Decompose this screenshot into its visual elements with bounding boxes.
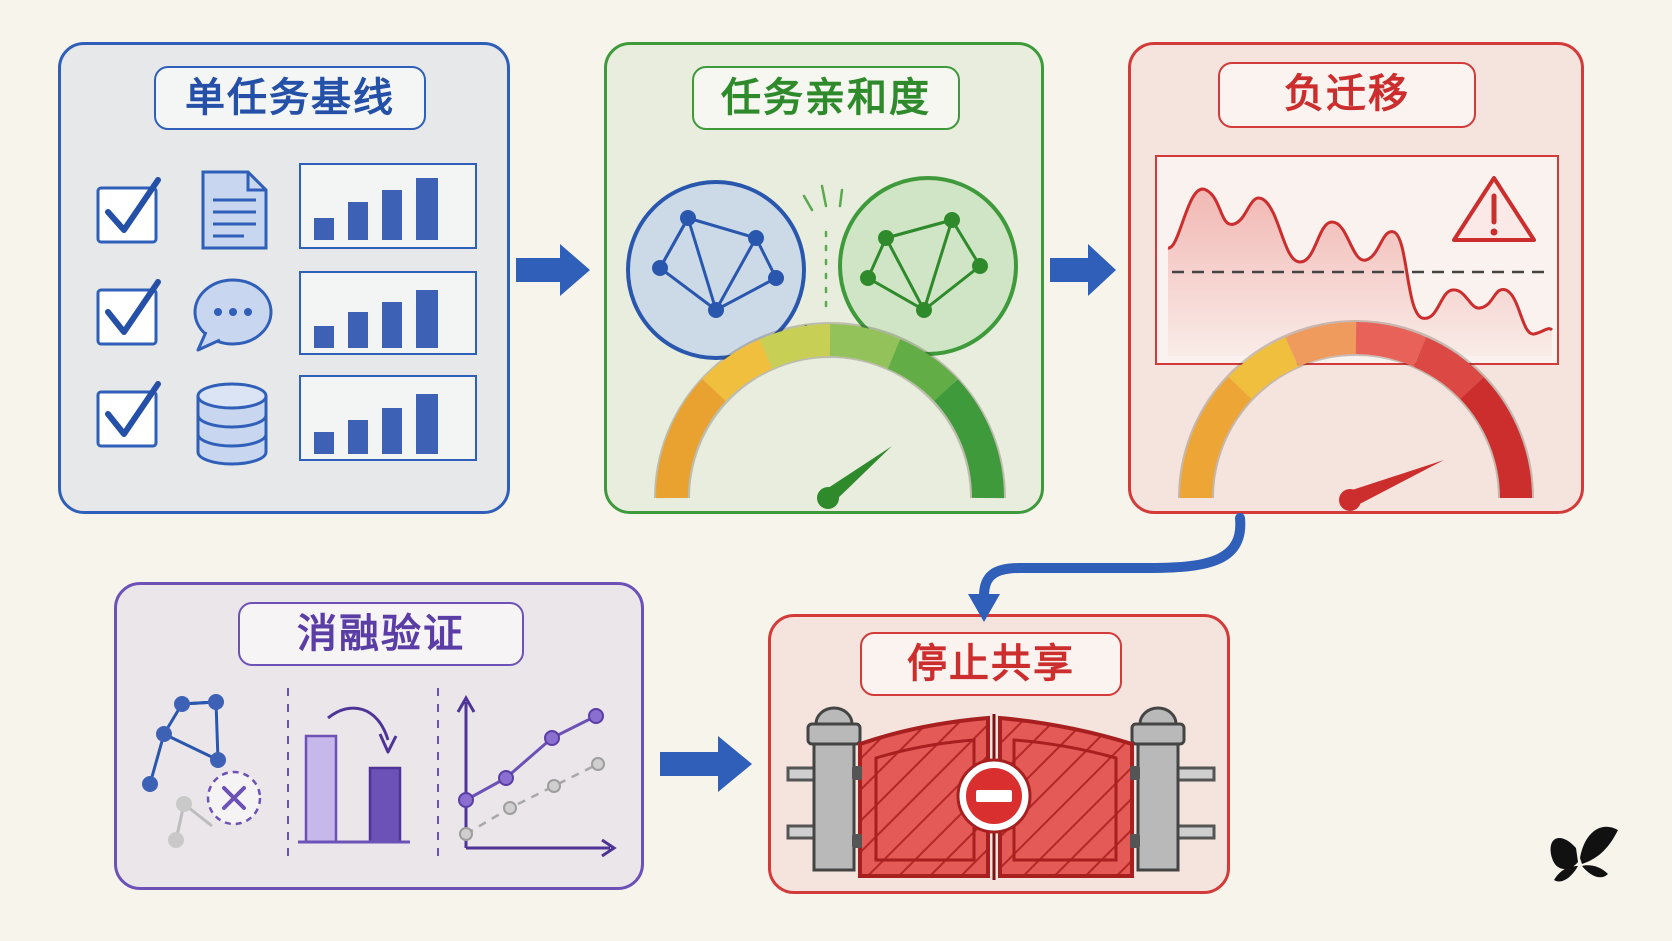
- checkbox-icon: [96, 279, 161, 346]
- network-ablation-icon: [142, 694, 262, 848]
- network-icon: [626, 180, 806, 360]
- baseline-row-2: [96, 271, 477, 355]
- checkbox-icon: [96, 381, 161, 448]
- network-icon: [838, 176, 1018, 356]
- checkbox-icon: [96, 177, 161, 244]
- ablation-title: 消融验证: [238, 602, 524, 666]
- gauge-icon: [654, 322, 1006, 509]
- butterfly-logo-icon: [1550, 826, 1618, 882]
- warning-icon: [1452, 176, 1536, 242]
- bar-chart-icon: [299, 375, 477, 461]
- arrow-right-icon: [660, 736, 752, 792]
- bar-chart-icon: [299, 163, 477, 249]
- baseline-row-1: [96, 163, 477, 250]
- arrow-down-icon: [968, 513, 1246, 622]
- gauge-icon: [1178, 320, 1534, 511]
- stop-sharing-title: 停止共享: [860, 632, 1122, 696]
- arrow-right-icon: [1050, 244, 1116, 296]
- baseline-row-3: [96, 375, 477, 466]
- negative-transfer-title: 负迁移: [1218, 62, 1476, 128]
- no-entry-icon: [956, 758, 1032, 834]
- document-icon: [201, 170, 268, 250]
- chat-bubble-icon: [193, 278, 273, 352]
- affinity-title: 任务亲和度: [692, 66, 960, 130]
- bar-chart-icon: [299, 271, 477, 355]
- database-icon: [196, 382, 268, 466]
- ablation-line-chart: [456, 694, 617, 858]
- gate-icon: [786, 706, 1216, 880]
- ablation-bar-chart: [298, 706, 410, 844]
- arrow-right-icon: [516, 244, 590, 296]
- baseline-title: 单任务基线: [154, 66, 426, 130]
